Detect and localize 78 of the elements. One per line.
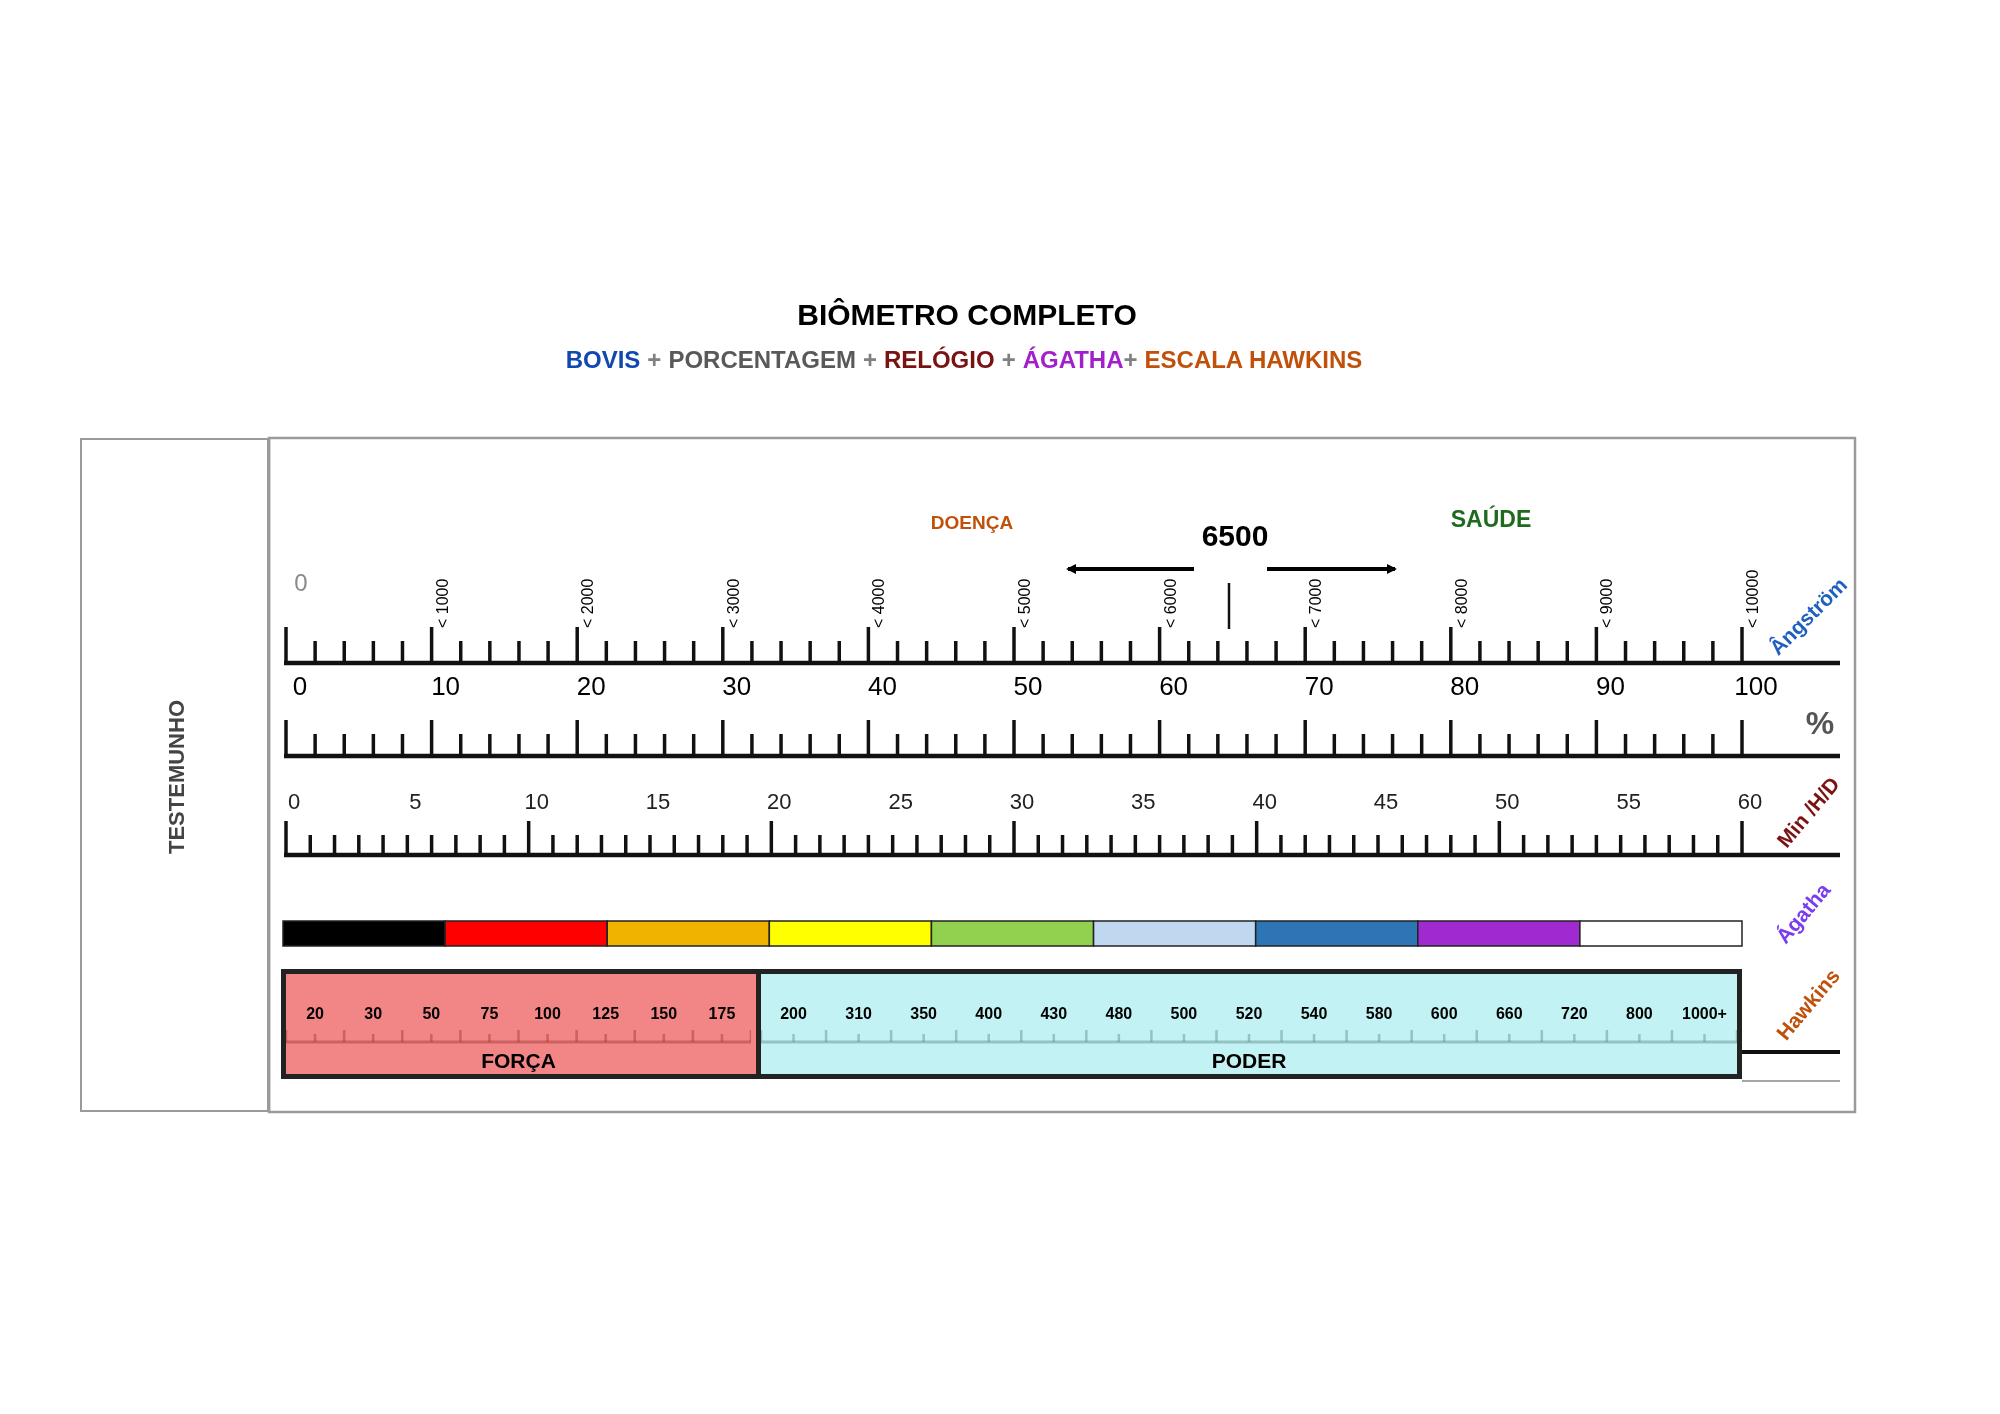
scale-name: FORÇA <box>481 1049 556 1071</box>
scale-number: 200 <box>780 1006 807 1022</box>
scale-number: 350 <box>910 1006 937 1022</box>
scale-number: < 8000 <box>1453 578 1470 628</box>
scale-number: 30 <box>1009 791 1035 813</box>
scale-number: 40 <box>867 673 897 699</box>
scale-number: 310 <box>845 1006 872 1022</box>
scale-number: < 7000 <box>1308 578 1325 628</box>
scale-number: 430 <box>1040 1006 1068 1022</box>
scale-number: 90 <box>1595 673 1625 699</box>
scale-number: 20 <box>576 673 606 699</box>
scale-number: 800 <box>1626 1006 1653 1022</box>
scale-number: 1000+ <box>1682 1006 1727 1022</box>
side-label: TESTEMUNHO <box>165 700 188 854</box>
scale-number: 500 <box>1170 1006 1198 1022</box>
force-scale-box <box>281 969 756 1079</box>
scale-number: 80 <box>1450 673 1480 699</box>
subtitle-text: PORCENTAGEM <box>668 348 856 372</box>
subtitle-text: RELÓGIO <box>883 348 995 372</box>
scale-number: 0 <box>287 791 301 813</box>
scale-number: 70 <box>1304 673 1334 699</box>
scale-number: 150 <box>650 1006 678 1022</box>
scale-number: < 1000 <box>434 578 451 628</box>
scale-number: 35 <box>1131 791 1156 813</box>
scale-number: < 5000 <box>1017 578 1033 628</box>
scale-number: 520 <box>1235 1006 1263 1022</box>
plus-sign: + <box>862 348 877 372</box>
subtitle-text: BOVIS <box>565 348 641 372</box>
scale-number: 125 <box>592 1006 620 1022</box>
power-scale-box <box>756 969 1742 1079</box>
scale-number: 720 <box>1561 1006 1588 1022</box>
scale-number: 5 <box>409 791 422 813</box>
scale-number: 45 <box>1373 791 1399 813</box>
scale-number: 40 <box>1252 791 1277 813</box>
scale-number: 20 <box>306 1006 324 1022</box>
scale-number: 10 <box>431 673 461 699</box>
value-label: 6500 <box>1201 521 1269 551</box>
scale-number: 15 <box>645 791 671 813</box>
scale-number: < 4000 <box>871 578 888 628</box>
subtitle-text: ESCALA HAWKINS <box>1144 348 1363 372</box>
scale-number: 175 <box>708 1006 736 1022</box>
plus-sign: + <box>1001 348 1016 372</box>
scale-number: 20 <box>767 791 792 813</box>
plus-sign: + <box>1123 348 1138 372</box>
scale-number: 25 <box>888 791 913 813</box>
scale-number: < 9000 <box>1599 578 1616 628</box>
status-label: SAÚDE <box>1450 507 1532 531</box>
scale-number: 660 <box>1495 1006 1523 1022</box>
title: BIÔMETRO COMPLETO <box>797 300 1137 330</box>
side-panel <box>80 438 269 1112</box>
status-label: DOENÇA <box>930 512 1014 532</box>
scale-number: 0 <box>292 673 308 699</box>
scale-number: < 2000 <box>580 578 597 628</box>
scale-number: 50 <box>422 1006 441 1022</box>
unit-label: % <box>1805 707 1835 739</box>
scale-number: 400 <box>975 1006 1003 1022</box>
scale-number: < 6000 <box>1162 578 1179 628</box>
plus-sign: + <box>647 348 662 372</box>
scale-number: 30 <box>364 1006 383 1022</box>
scale-number: < 10000 <box>1745 569 1761 628</box>
subtitle-text: ÁGATHA <box>1022 348 1124 372</box>
scale-number: 50 <box>1495 791 1520 813</box>
scale-number: 480 <box>1105 1006 1133 1022</box>
scale-number: 0 <box>294 571 308 595</box>
scale-number: 55 <box>1616 791 1641 813</box>
scale-number: 30 <box>722 673 752 699</box>
scale-number: 580 <box>1365 1006 1393 1022</box>
scale-number: < 3000 <box>725 578 742 628</box>
scale-number: 50 <box>1013 673 1043 699</box>
scale-number: 60 <box>1737 791 1763 813</box>
scale-number: 60 <box>1159 673 1189 699</box>
scale-name: PODER <box>1211 1049 1287 1071</box>
scale-number: 540 <box>1300 1006 1328 1022</box>
scale-number: 100 <box>1734 673 1778 699</box>
scale-number: 10 <box>524 791 549 813</box>
scale-number: 600 <box>1430 1006 1458 1022</box>
scale-number: 100 <box>534 1006 561 1022</box>
scale-number: 75 <box>480 1006 499 1022</box>
